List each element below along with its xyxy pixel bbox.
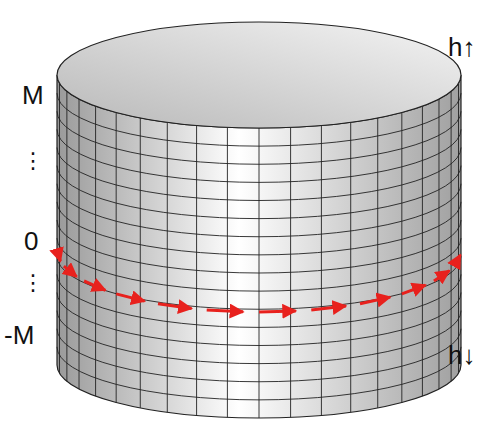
grid-line: [438, 99, 439, 389]
grid-line: [259, 128, 260, 418]
grid-line: [377, 118, 378, 408]
grid-line: [66, 91, 67, 381]
red-arrow: [434, 271, 449, 281]
cylinder-top: [57, 22, 461, 128]
axis-label: h↓: [448, 342, 475, 368]
grid-line: [321, 125, 322, 415]
grid-line: [458, 83, 459, 373]
red-arrow: [64, 266, 77, 277]
grid-line: [422, 106, 423, 396]
grid-line: [401, 112, 402, 402]
red-arrow: [454, 255, 460, 266]
axis-label: M: [22, 82, 44, 108]
grid-line: [196, 125, 197, 415]
grid-line: [116, 112, 117, 402]
red-arrow: [311, 306, 346, 310]
red-arrow: [57, 250, 60, 261]
red-arrow: [207, 310, 243, 312]
grid-line: [140, 118, 141, 408]
ellipsis-label: ⋮: [22, 272, 44, 294]
axis-label: 0: [24, 228, 38, 254]
axis-label: -M: [4, 322, 34, 348]
red-arrow: [116, 294, 144, 301]
grid-line: [350, 122, 351, 412]
grid-line: [59, 83, 60, 373]
ellipsis-label: ⋮: [22, 150, 44, 172]
grid-line: [451, 91, 452, 381]
red-arrow: [259, 311, 296, 312]
red-arrow: [84, 281, 105, 290]
grid-line: [290, 127, 291, 417]
red-arrow: [402, 285, 426, 294]
grid-line: [79, 99, 80, 389]
grid-line: [227, 127, 228, 417]
grid-line: [95, 106, 96, 396]
axis-label: h↑: [448, 34, 475, 60]
grid-line: [167, 122, 168, 412]
red-arrow: [360, 297, 390, 304]
red-arrow: [158, 304, 192, 309]
